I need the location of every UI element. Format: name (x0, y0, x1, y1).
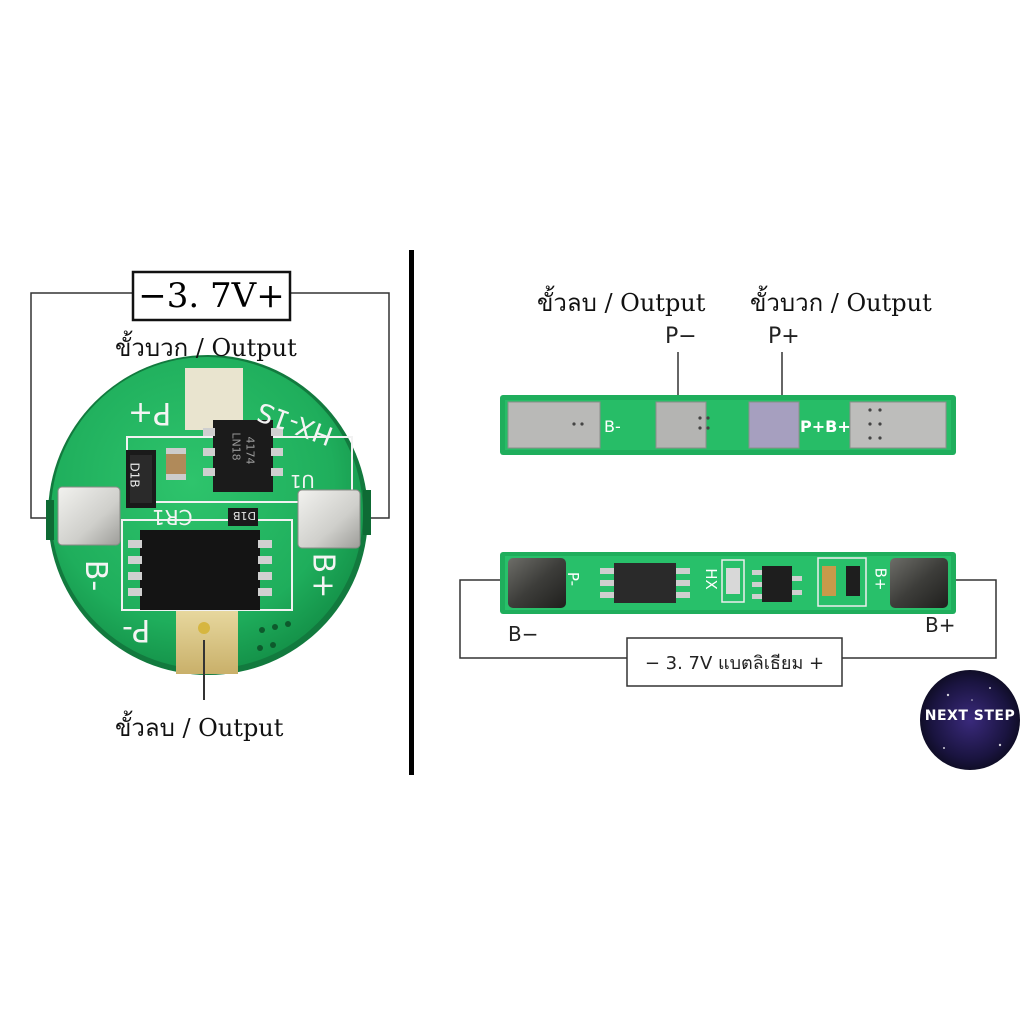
left-negative-output-label: ขั้วลบ / Output (115, 714, 284, 742)
silk-b-minus: B- (78, 559, 114, 592)
round-pcb-board (46, 355, 371, 675)
strip-bottom-model: HX (701, 568, 720, 590)
silk-small-resistor-label: D1B (233, 509, 257, 522)
small-resistor (228, 508, 258, 526)
right-negative-output-label: ขั้วลบ / Output (537, 289, 706, 317)
top-pcb-strip (500, 395, 956, 455)
silk-resistor-label: D1B (127, 462, 142, 488)
p-plus-label: P+ (768, 324, 800, 349)
p-minus-pad (176, 608, 238, 674)
silk-b-plus: B+ (305, 552, 341, 599)
mosfet-chip-top (213, 420, 273, 492)
b-minus-wire (459, 579, 627, 659)
silk-p-minus: P- (122, 612, 151, 647)
left-positive-output-label: ขั้วบวก / Output (115, 334, 297, 362)
chip-marking-code: 4174 (243, 436, 257, 465)
strip-top-b-minus-silk: B- (604, 417, 621, 436)
b-minus-pad (57, 486, 121, 546)
strip-bottom-p-minus-silk: P- (564, 571, 583, 587)
silk-cr: CR1 (152, 505, 193, 529)
left-bracket-line (30, 292, 133, 519)
right-positive-output-label: ขั้วบวก / Output (750, 289, 932, 317)
battery-label: − 3. 7V แบตลิเธียม + (644, 652, 825, 674)
strip-top-p-b-plus-silk: P+B+ (800, 417, 851, 436)
b-minus-pad-strip (508, 558, 566, 608)
p-plus-pad (185, 368, 243, 430)
panel-divider (409, 250, 414, 775)
silk-p-plus: P+ (128, 395, 172, 430)
bottom-pcb-strip (500, 552, 956, 614)
battery-label-box (626, 637, 843, 687)
next-step-logo (920, 670, 1020, 770)
b-plus-pad-strip (890, 558, 948, 608)
p-minus-label: P− (665, 324, 697, 349)
b-plus-pad (297, 489, 361, 549)
protection-ic (140, 530, 260, 610)
voltage-label: −3. 7V+ (138, 276, 285, 316)
right-bracket-line (290, 292, 390, 519)
silk-u: U1 (290, 470, 315, 491)
b-plus-label: B+ (925, 613, 956, 637)
b-minus-label: B− (508, 622, 539, 646)
strip-bottom-b-plus-silk: B+ (871, 567, 890, 591)
logo-text: NEXT STEP (924, 708, 1016, 724)
voltage-label-box (131, 270, 292, 322)
b-plus-wire (842, 579, 997, 659)
p-plus-pad-strip (748, 401, 800, 449)
capacitor (166, 452, 186, 476)
chip-marking-top: LN18 (229, 432, 243, 461)
